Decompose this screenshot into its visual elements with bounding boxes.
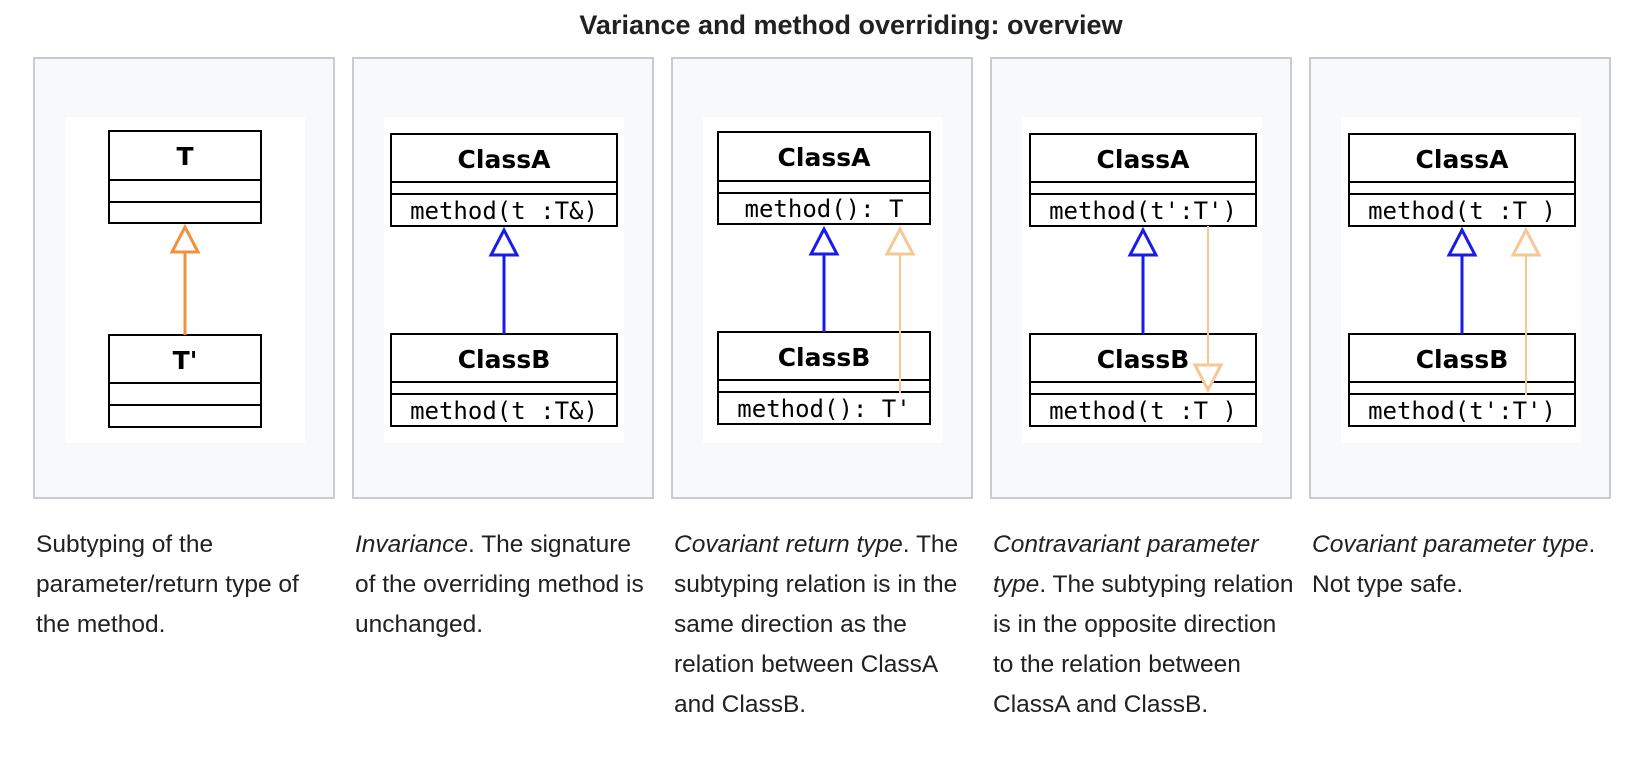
- class-inheritance-arrow: [1446, 226, 1478, 334]
- class-name-classb: ClassB: [1097, 345, 1190, 374]
- diagram-panel-covariant-return: ClassA method(): T ClassB method(): T': [671, 57, 973, 499]
- diagram-panel-invariance: ClassA method(t :T&) ClassB method(t :T&…: [352, 57, 654, 499]
- caption-subtyping: Subtyping of the parameter/return type o…: [36, 525, 338, 645]
- class-name-classa: ClassA: [1416, 145, 1510, 174]
- method-signature-classb: method(t :T ): [1049, 397, 1237, 425]
- class-name-classa: ClassA: [1097, 145, 1191, 174]
- class-name-classb: ClassB: [1416, 345, 1509, 374]
- method-signature-classa: method(t :T ): [1368, 197, 1556, 225]
- caption-contravariant-parameter: Contravariant parameter type. The subtyp…: [993, 525, 1295, 725]
- class-box-classa: ClassA method(): T: [717, 131, 931, 225]
- caption-text: . The signature of the overriding method…: [355, 531, 644, 638]
- inheritance-arrow: [169, 223, 201, 335]
- caption-covariant-return: Covariant return type. The subtyping rel…: [674, 525, 976, 725]
- diagram-panel-contravariant-parameter: ClassA method(t':T') ClassB method(t :T …: [990, 57, 1292, 499]
- caption-covariant-parameter: Covariant parameter type. Not type safe.: [1312, 525, 1614, 605]
- method-signature-classb: method(t':T'): [1368, 397, 1556, 425]
- class-name-classa: ClassA: [778, 143, 872, 172]
- class-box-t-prime: T': [108, 334, 262, 428]
- class-box-classb: ClassB method(t :T ): [1029, 333, 1257, 427]
- class-name-classb: ClassB: [778, 343, 871, 372]
- subtyping-diagram: T T': [65, 117, 305, 443]
- type-subtyping-arrow: [884, 225, 916, 393]
- method-signature-classa: method(t':T'): [1049, 197, 1237, 225]
- class-box-classb: ClassB method(t :T&): [390, 333, 618, 427]
- class-box-classb: ClassB method(t':T'): [1348, 333, 1576, 427]
- class-inheritance-arrow: [1127, 226, 1159, 334]
- inheritance-arrow: [488, 226, 520, 334]
- caption-text: . The subtyping relation is in the oppos…: [993, 571, 1294, 718]
- class-inheritance-arrow: [808, 225, 840, 332]
- type-subtyping-arrow: [1192, 226, 1224, 394]
- covariant-return-diagram: ClassA method(): T ClassB method(): T': [703, 117, 943, 443]
- class-box-classa: ClassA method(t :T ): [1348, 133, 1576, 227]
- method-signature-classa: method(t :T&): [410, 197, 598, 225]
- caption-term: Covariant return type: [674, 531, 903, 558]
- class-name-classb: ClassB: [458, 345, 551, 374]
- diagram-panel-subtyping: T T': [33, 57, 335, 499]
- method-signature-classb: method(): T': [737, 395, 910, 423]
- type-subtyping-arrow: [1510, 226, 1542, 395]
- caption-invariance: Invariance. The signature of the overrid…: [355, 525, 657, 645]
- class-box-classa: ClassA method(t':T'): [1029, 133, 1257, 227]
- class-box-classb: ClassB method(): T': [717, 331, 931, 425]
- class-name-t-prime: T': [173, 346, 198, 375]
- caption-text: . The subtyping relation is in the same …: [674, 531, 959, 718]
- contravariant-parameter-diagram: ClassA method(t':T') ClassB method(t :T …: [1022, 117, 1262, 443]
- caption-term: Contravariant parameter type: [993, 531, 1259, 598]
- caption-term: Covariant parameter type: [1312, 531, 1589, 558]
- method-signature-classb: method(t :T&): [410, 397, 598, 425]
- diagram-panel-covariant-parameter: ClassA method(t :T ) ClassB method(t':T'…: [1309, 57, 1611, 499]
- page-title: Variance and method overriding: overview: [579, 10, 1123, 40]
- covariant-parameter-diagram: ClassA method(t :T ) ClassB method(t':T'…: [1341, 117, 1581, 443]
- caption-text: . Not type safe.: [1312, 531, 1596, 598]
- class-box-classa: ClassA method(t :T&): [390, 133, 618, 227]
- class-name-t: T: [176, 142, 193, 171]
- class-box-t: T: [108, 130, 262, 224]
- invariance-diagram: ClassA method(t :T&) ClassB method(t :T&…: [384, 117, 624, 443]
- caption-term: Invariance: [355, 531, 469, 558]
- caption-text: Subtyping of the parameter/return type o…: [36, 531, 299, 638]
- method-signature-classa: method(): T: [745, 195, 904, 223]
- class-name-classa: ClassA: [458, 145, 552, 174]
